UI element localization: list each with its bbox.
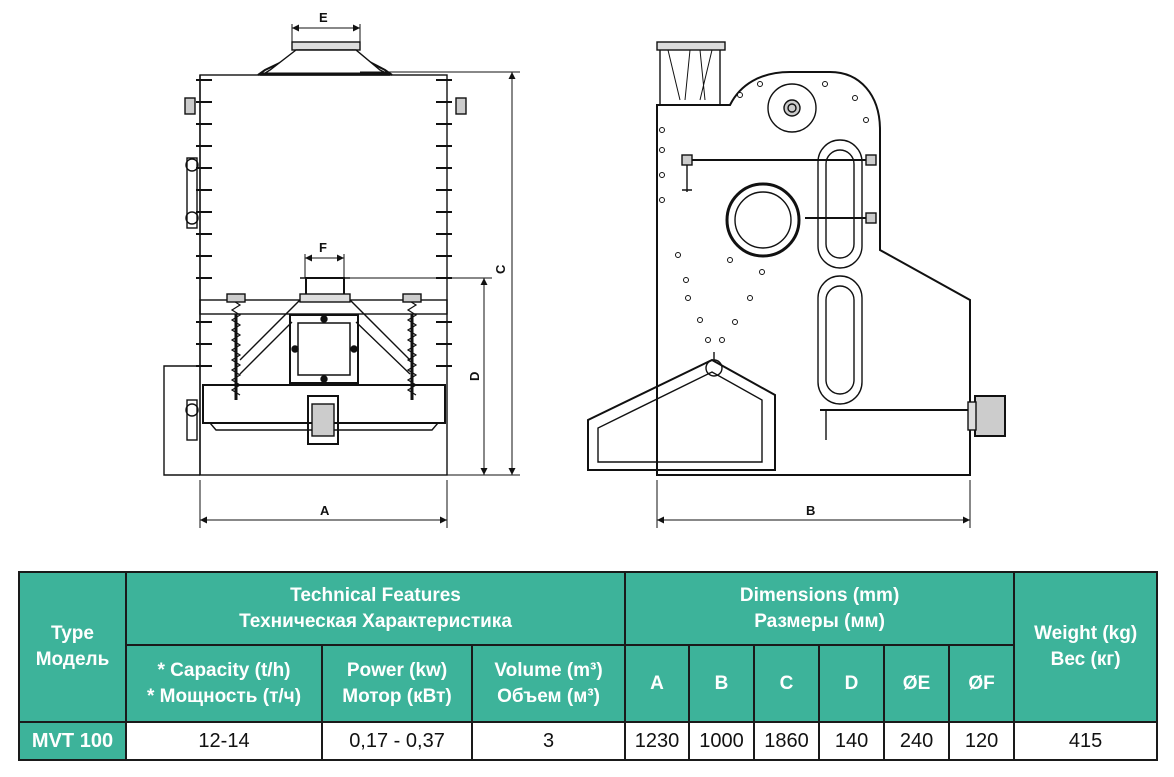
tech-features-header: Technical Features Техническая Характери… [124, 571, 627, 646]
dim-d-value: 140 [818, 721, 886, 761]
dim-f-value: 120 [948, 721, 1016, 761]
dim-col-e: ØE [883, 644, 951, 723]
type-value: MVT 100 [18, 721, 127, 761]
side-view [587, 41, 1006, 476]
weight-header: Weight (kg) Вес (кг) [1013, 571, 1159, 723]
table-row: MVT 100 12-14 0,17 - 0,37 3 1230 1000 18… [18, 721, 1159, 761]
type-header: Type Модель [18, 571, 127, 723]
label-a: A [320, 503, 330, 518]
volume-header: Volume (m³) Объем (м³) [470, 644, 627, 723]
spec-table: Type Модель Technical Features Техническ… [18, 571, 1159, 761]
side-dimensions [656, 480, 971, 528]
label-e: E [319, 10, 328, 25]
weight-value: 415 [1013, 721, 1159, 761]
dim-c-value: 1860 [753, 721, 821, 761]
label-c: C [493, 264, 508, 274]
capacity-header: * Capacity (t/h) * Мощность (т/ч) [125, 644, 323, 723]
label-b: B [806, 503, 815, 518]
dim-col-d: D [818, 644, 886, 723]
volume-value: 3 [470, 721, 627, 761]
dim-b-value: 1000 [688, 721, 756, 761]
dim-a-value: 1230 [624, 721, 691, 761]
capacity-value: 12-14 [125, 721, 323, 761]
power-header: Power (kw) Мотор (кВт) [321, 644, 473, 723]
front-dimensions [199, 24, 520, 528]
dim-e-value: 240 [883, 721, 951, 761]
front-view [163, 41, 467, 476]
dim-col-f: ØF [948, 644, 1016, 723]
dim-col-c: C [753, 644, 821, 723]
dim-col-a: A [624, 644, 691, 723]
dimensions-header: Dimensions (mm) Размеры (мм) [624, 571, 1016, 646]
label-d: D [467, 372, 482, 381]
power-value: 0,17 - 0,37 [321, 721, 473, 761]
dim-col-b: B [688, 644, 756, 723]
technical-drawing: E F C D A [163, 10, 1006, 528]
label-f: F [319, 240, 327, 255]
